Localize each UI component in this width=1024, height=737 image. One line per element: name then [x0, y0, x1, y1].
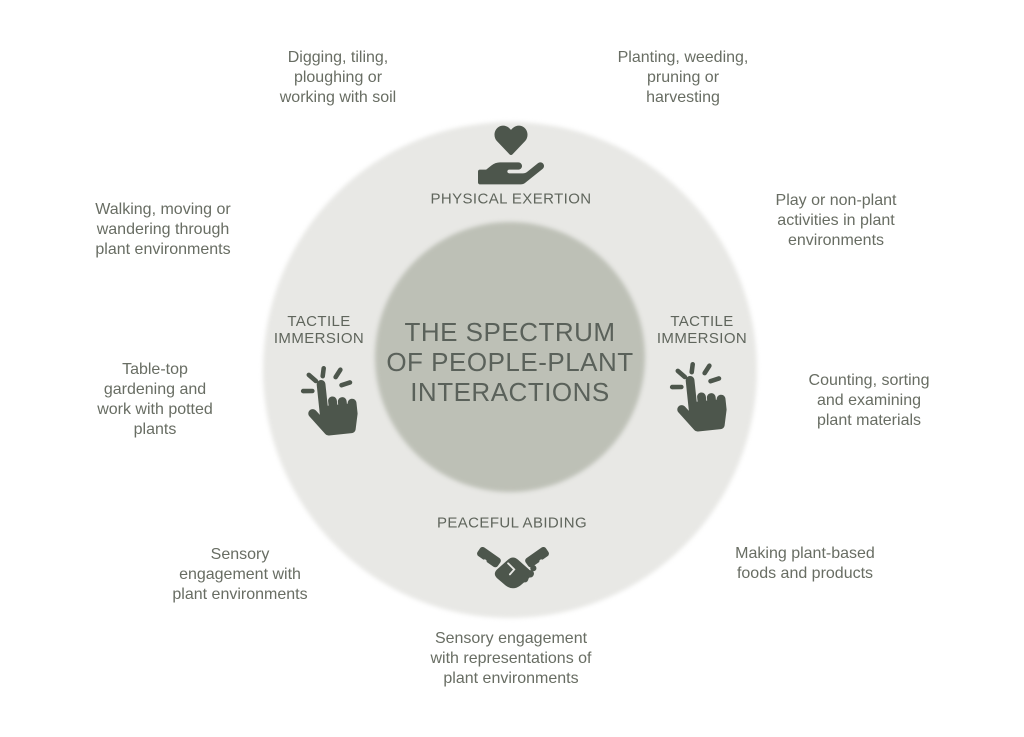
outer-label-play: Play or non-plant activities in plant en… [775, 192, 897, 249]
outer-label-planting: Planting, weeding, pruning or harvesting [617, 49, 749, 106]
finger-click-icon [667, 361, 731, 435]
outer-label-making-foods: Making plant-based foods and products [735, 545, 875, 582]
outer-label-counting: Counting, sorting and examining plant ma… [808, 372, 930, 429]
diagram-title: THE SPECTRUM OF PEOPLE-PLANT INTERACTION… [386, 317, 634, 407]
handshake-icon [476, 541, 550, 593]
outer-label-walking: Walking, moving or wandering through pla… [95, 201, 231, 258]
ring-label-peaceful-abiding: PEACEFUL ABIDING [436, 514, 588, 532]
ring-label-tactile-immersion-right: TACTILE IMMERSION [656, 313, 748, 347]
outer-label-tabletop-gardening: Table-top gardening and work with potted… [97, 361, 213, 438]
ring-label-tactile-immersion-left: TACTILE IMMERSION [273, 313, 365, 347]
inner-center-circle [375, 222, 645, 492]
finger-click-icon [298, 365, 362, 439]
ring-label-physical-exertion: PHYSICAL EXERTION [430, 190, 592, 208]
outer-label-sensory-representations: Sensory engagement with representations … [430, 630, 592, 687]
hand-holding-heart-icon [478, 125, 544, 185]
outer-label-sensory-environments: Sensory engagement with plant environmen… [172, 546, 308, 603]
outer-label-digging: Digging, tiling, ploughing or working wi… [279, 49, 397, 106]
